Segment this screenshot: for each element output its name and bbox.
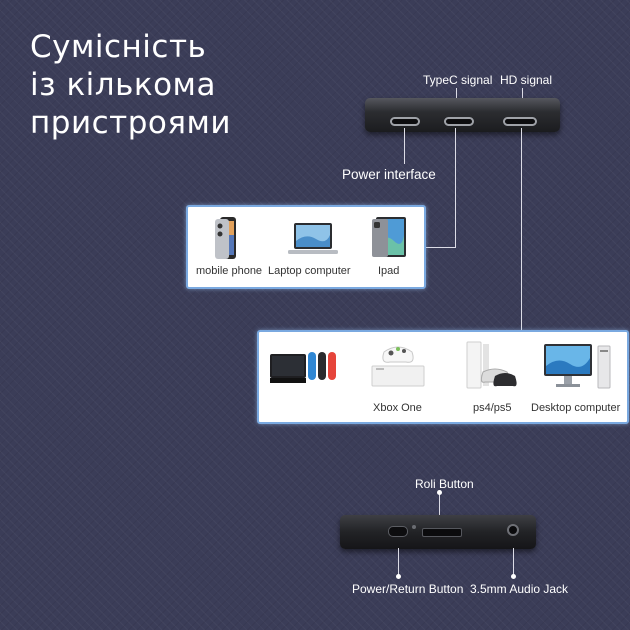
audio-leader-dot	[511, 574, 516, 579]
power-interface-label: Power interface	[342, 167, 436, 182]
headline-line-2: із кількома	[30, 67, 216, 103]
indicator-led	[412, 525, 416, 529]
audio-jack-label: 3.5mm Audio Jack	[470, 582, 569, 596]
mobile-phone-item: mobile phone	[196, 213, 263, 283]
desktop-label: Desktop computer	[531, 402, 621, 414]
bottom-device-body	[340, 515, 536, 549]
ipad-item: Ipad	[364, 213, 416, 283]
typec-down-line	[455, 128, 456, 248]
power-return-leader-dot	[396, 574, 401, 579]
laptop-item: Laptop computer	[268, 213, 358, 283]
typec-port	[444, 117, 474, 126]
headline-line-1: Сумісність	[30, 29, 207, 65]
power-leader-line	[404, 128, 405, 164]
power-return-button-label: Power/Return Button	[352, 582, 464, 596]
laptop-icon	[288, 223, 338, 254]
top-device-body	[365, 98, 560, 132]
console-devices-panel: Xbox One ps4/ps5 Desktop computer	[257, 330, 629, 424]
headline-line-3: пристроями	[30, 105, 232, 141]
roli-button-label: Roli Button	[415, 477, 474, 491]
tablet-icon	[372, 217, 406, 257]
mobile-phone-label: mobile phone	[196, 265, 263, 277]
ps-label: ps4/ps5	[473, 402, 512, 414]
power-return-button[interactable]	[388, 526, 408, 537]
mobile-phone-icon	[215, 217, 236, 259]
ps-item: ps4/ps5	[459, 338, 523, 418]
xbox-item: Xbox One	[363, 338, 433, 418]
roli-button[interactable]	[422, 528, 462, 537]
game-console-icon	[371, 346, 425, 387]
xbox-label: Xbox One	[373, 402, 422, 414]
mobile-devices-panel: mobile phone Laptop computer Ipad	[186, 205, 426, 289]
game-console-handheld-icon	[270, 352, 336, 383]
typec-connect-line	[426, 247, 456, 248]
hd-signal-label: HD signal	[500, 73, 553, 87]
switch-item	[265, 348, 343, 396]
headline: Сумісність із кількома пристроями	[30, 28, 231, 142]
desktop-computer-icon	[544, 344, 611, 389]
audio-leader-line	[513, 548, 514, 578]
power-port	[390, 117, 420, 126]
hd-port	[503, 117, 537, 126]
audio-jack	[507, 524, 519, 536]
power-return-leader-line	[398, 548, 399, 578]
laptop-label: Laptop computer	[268, 265, 351, 277]
game-console-icon	[466, 341, 517, 389]
desktop-item: Desktop computer	[531, 338, 623, 418]
roli-leader-line	[439, 492, 440, 520]
hd-down-line	[521, 128, 522, 330]
typec-signal-label: TypeC signal	[423, 73, 493, 87]
ipad-label: Ipad	[378, 265, 400, 277]
roli-leader-dot	[437, 490, 442, 495]
